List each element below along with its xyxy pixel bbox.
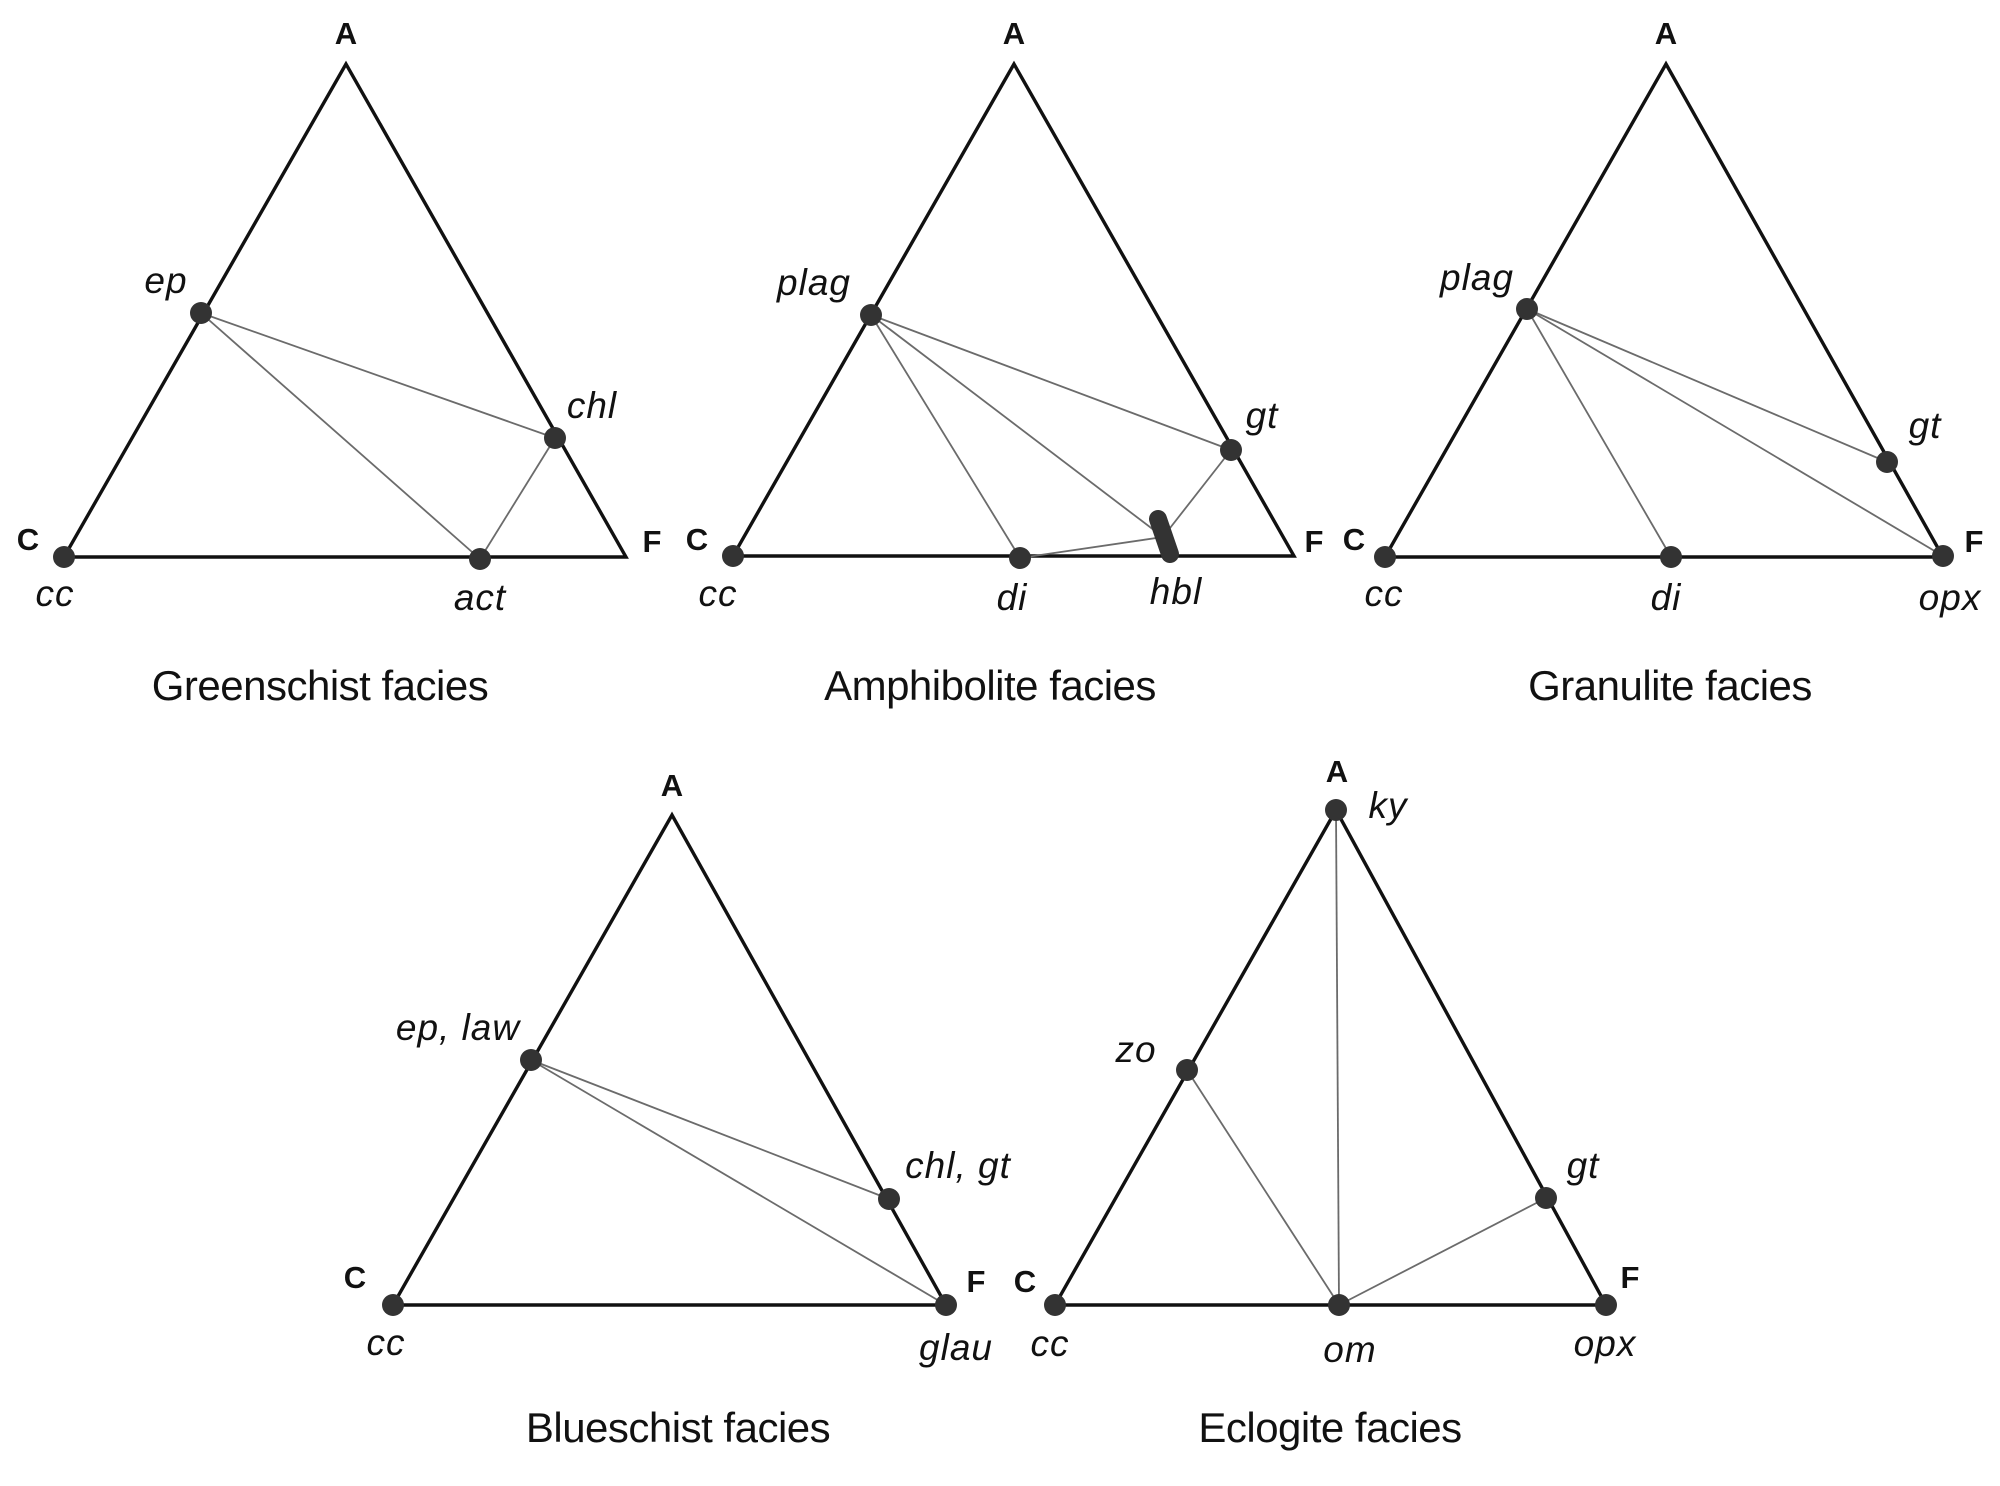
phase-marker-opx: [1932, 545, 1954, 567]
phase-marker-cc: [1044, 1294, 1066, 1316]
phase-marker-ky: [1325, 799, 1347, 821]
tie-line-plag-gt: [870, 314, 1232, 451]
tie-line-om-gt: [1338, 1197, 1547, 1306]
phase-label-hbl: hbl: [1150, 571, 1203, 612]
phase-label-act: act: [454, 577, 507, 618]
phase-label-chl: chl: [567, 385, 618, 426]
phase-label-di: di: [1651, 577, 1683, 618]
phase-label-om: om: [1323, 1329, 1376, 1370]
tie-line-ep-chl: [200, 312, 556, 439]
vertex-label-left: C: [686, 522, 708, 557]
vertex-label-top: A: [1655, 16, 1677, 51]
tie-line-plag-gt: [1526, 308, 1888, 463]
tie-line-zo-om: [1186, 1069, 1340, 1306]
phase-marker-plag: [1516, 298, 1538, 320]
phase-marker-gt: [1535, 1187, 1557, 1209]
tie-line-plag-opx: [1526, 308, 1944, 557]
tie-line-act-chl: [479, 437, 556, 560]
vertex-label-right: F: [967, 1264, 986, 1299]
vertex-label-left: C: [1343, 522, 1365, 557]
phase-marker-ep_law: [520, 1049, 542, 1071]
phase-marker-hbl: [1149, 510, 1179, 563]
phase-label-plag: plag: [1439, 257, 1514, 298]
tie-line-ep_law-glau: [530, 1059, 947, 1306]
phase-label-zo: zo: [1114, 1029, 1156, 1070]
diagram-title: Granulite facies: [1528, 662, 1812, 709]
vertex-label-top: A: [661, 768, 683, 803]
vertex-label-right: F: [1305, 524, 1324, 559]
diagram-title: Eclogite facies: [1198, 1404, 1461, 1451]
vertex-label-top: A: [335, 16, 357, 51]
phase-label-cc: cc: [699, 573, 738, 614]
triangle-outline: [1382, 60, 1946, 559]
tie-line-ep_law-chl_gt: [530, 1059, 890, 1200]
phase-label-chl_gt: chl, gt: [905, 1145, 1011, 1186]
phase-label-opx: opx: [1919, 577, 1982, 618]
phase-label-opx: opx: [1574, 1323, 1637, 1364]
vertex-label-left: C: [344, 1260, 366, 1295]
tie-line-plag-di: [1526, 308, 1672, 558]
vertex-label-top: A: [1003, 16, 1025, 51]
phase-marker-zo: [1176, 1059, 1198, 1081]
phase-marker-gt: [1220, 439, 1242, 461]
tie-line-ep-act: [200, 312, 481, 560]
vertex-label-left: C: [17, 522, 39, 557]
phase-label-cc: cc: [367, 1322, 406, 1363]
tie-line-ky-om: [1335, 809, 1340, 1306]
diagram-title: Blueschist facies: [526, 1404, 830, 1451]
phase-label-di: di: [997, 577, 1029, 618]
vertex-label-top: A: [1326, 754, 1348, 789]
phase-label-ky: ky: [1369, 785, 1410, 826]
tie-line-plag-di: [870, 314, 1021, 559]
vertex-label-right: F: [1621, 1260, 1640, 1295]
triangle-outline: [390, 811, 949, 1307]
phase-marker-di: [1660, 546, 1682, 568]
phase-marker-cc: [382, 1294, 404, 1316]
phase-label-ep_law: ep, law: [396, 1007, 522, 1048]
phase-marker-chl: [544, 427, 566, 449]
phase-label-glau: glau: [919, 1327, 993, 1368]
phase-label-cc: cc: [1365, 573, 1404, 614]
phase-marker-ep: [190, 302, 212, 324]
phase-label-ep: ep: [144, 260, 187, 301]
phase-label-cc: cc: [36, 573, 75, 614]
vertex-label-left: C: [1014, 1264, 1036, 1299]
phase-label-plag: plag: [776, 262, 851, 303]
phase-marker-chl_gt: [878, 1188, 900, 1210]
triangle-outline: [61, 60, 629, 559]
phase-marker-act: [469, 548, 491, 570]
phase-marker-om: [1328, 1294, 1350, 1316]
phase-marker-plag: [860, 304, 882, 326]
tie-line-di-hbl: [1019, 536, 1164, 559]
phase-marker-glau: [935, 1294, 957, 1316]
vertex-label-right: F: [1965, 524, 1984, 559]
triangle-outline: [730, 60, 1297, 558]
diagram-title: Amphibolite facies: [824, 662, 1156, 709]
phase-label-gt: gt: [1909, 405, 1943, 446]
phase-marker-opx: [1595, 1294, 1617, 1316]
phase-marker-cc: [1374, 546, 1396, 568]
tie-line-plag-hbl: [870, 314, 1164, 538]
phase-label-cc: cc: [1031, 1323, 1070, 1364]
phase-marker-gt: [1876, 451, 1898, 473]
vertex-label-right: F: [643, 524, 662, 559]
phase-label-gt: gt: [1246, 395, 1280, 436]
phase-marker-di: [1009, 547, 1031, 569]
phase-label-gt: gt: [1567, 1145, 1601, 1186]
diagram-title: Greenschist facies: [152, 662, 488, 709]
tie-line-hbl-gt: [1162, 449, 1232, 538]
phase-marker-cc: [722, 545, 744, 567]
phase-marker-cc: [53, 546, 75, 568]
